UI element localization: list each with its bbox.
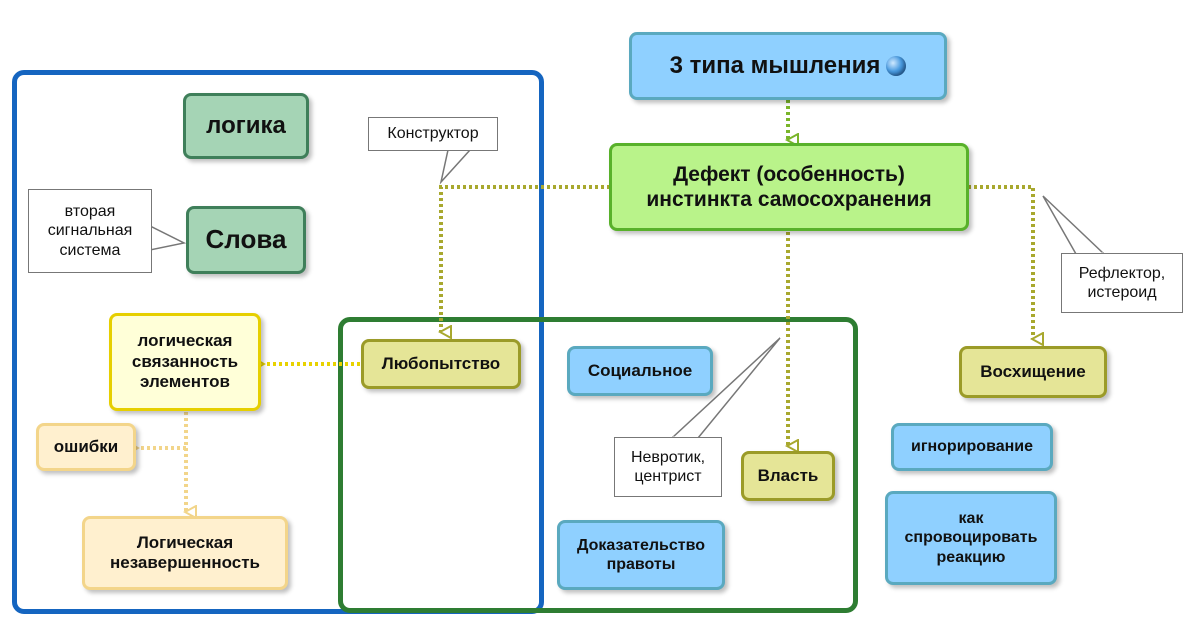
node-logical-incompleteness[interactable]: Логическая незавершенность — [82, 516, 288, 590]
reflector-callout-pointer — [1042, 195, 1106, 255]
second-signal-callout-pointer — [149, 224, 187, 251]
node-power[interactable]: Власть — [741, 451, 835, 501]
note-second-signal-text: вторая сигнальная система — [47, 203, 133, 259]
node-ignoring[interactable]: игнорирование — [891, 423, 1053, 471]
node-words[interactable]: Слова — [186, 206, 306, 274]
node-main-topic[interactable]: 3 типа мышления — [629, 32, 947, 100]
node-defect[interactable]: Дефект (особенность) инстинкта самосохра… — [609, 143, 969, 231]
node-proof-label: Доказательство правоты — [577, 536, 705, 573]
note-reflector: Рефлектор, истероид — [1061, 253, 1183, 313]
constructor-callout-pointer — [439, 149, 472, 185]
node-logical-incompleteness-label: Логическая незавершенность — [109, 532, 261, 572]
blue-group-frame — [12, 70, 544, 614]
note-constructor: Конструктор — [368, 117, 498, 151]
connector-defect-admiration — [968, 185, 1033, 339]
node-logical-coherence-label: логическая связанность элементов — [131, 331, 239, 392]
connector-defect-curiosity — [441, 185, 610, 332]
node-words-label: Слова — [205, 224, 287, 255]
node-defect-line1: Дефект (особенность) — [673, 162, 905, 186]
node-logic[interactable]: логика — [183, 93, 309, 159]
node-admiration[interactable]: Восхищение — [959, 346, 1107, 398]
node-errors-label: ошибки — [53, 436, 119, 456]
green-group-frame — [338, 317, 858, 613]
node-curiosity[interactable]: Любопытство — [361, 339, 521, 389]
node-main-topic-label: 3 типа мышления — [669, 51, 881, 79]
note-constructor-text: Конструктор — [387, 125, 479, 143]
node-logic-label: логика — [206, 111, 286, 139]
note-reflector-text: Рефлектор, истероид — [1078, 264, 1166, 301]
node-logical-coherence[interactable]: логическая связанность элементов — [109, 313, 261, 411]
note-neurotic: Невротик, центрист — [614, 437, 722, 497]
node-power-label: Власть — [757, 465, 819, 485]
node-provoke-label: как спровоцировать реакцию — [904, 510, 1038, 566]
node-admiration-label: Восхищение — [980, 361, 1086, 381]
node-defect-line2: инстинкта самосохранения — [646, 188, 932, 211]
note-second-signal: вторая сигнальная система — [28, 189, 152, 273]
globe-icon — [886, 56, 907, 76]
note-neurotic-text: Невротик, центрист — [630, 448, 706, 485]
node-social[interactable]: Социальное — [567, 346, 713, 396]
node-proof[interactable]: Доказательство правоты — [557, 520, 725, 590]
node-provoke[interactable]: как спровоцировать реакцию — [885, 491, 1057, 585]
node-ignoring-label: игнорирование — [910, 438, 1033, 456]
node-errors[interactable]: ошибки — [36, 423, 136, 471]
node-curiosity-label: Любопытство — [381, 353, 501, 373]
node-social-label: Социальное — [587, 360, 693, 380]
connector-coherence-errors — [138, 412, 188, 448]
